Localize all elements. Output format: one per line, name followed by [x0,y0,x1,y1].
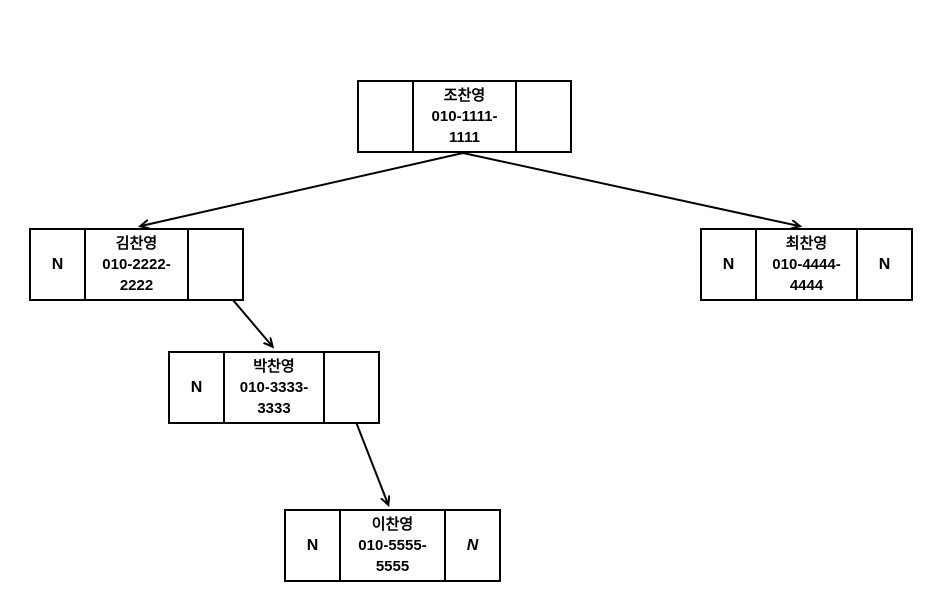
left-pointer-cell: N [722,256,735,273]
left-pointer-cell: N [51,256,64,273]
node-phone-line1: 010-3333- [239,379,309,396]
right-pointer-cell: N [878,256,891,273]
arrow-root-to-left-child [141,152,464,226]
tree-node-root: 조찬영 010-1111- 1111 [357,80,572,153]
data-cell: 박찬영 010-3333- 3333 [223,353,325,422]
node-phone-line2: 3333 [257,400,291,417]
right-pointer-cell: N [466,537,479,554]
node-phone-line1: 010-5555- [358,537,427,554]
tree-node-left-child: N 김찬영 010-2222- 2222 [29,228,244,301]
node-phone-line2: 1111 [449,129,480,146]
node-name: 이찬영 [371,516,414,533]
arrow-root-to-right-child [462,152,799,226]
node-name: 조찬영 [443,87,486,104]
tree-node-lee: N 이찬영 010-5555- 5555 N [284,509,501,582]
node-phone-line2: 5555 [375,558,410,575]
tree-node-right-child: N 최찬영 010-4444- 4444 N [700,228,913,301]
node-phone-line1: 010-1111- [431,108,498,125]
node-name: 박찬영 [253,358,295,375]
left-pointer-cell: N [190,379,203,396]
data-cell: 최찬영 010-4444- 4444 [755,230,858,299]
left-pointer-cell: N [306,537,319,554]
right-pointer-cell [325,353,378,422]
right-pointer-cell [517,82,570,151]
node-phone-line2: 2222 [119,277,154,294]
node-name: 김찬영 [115,235,158,252]
data-cell: 조찬영 010-1111- 1111 [412,82,517,151]
node-phone-line1: 010-2222- [102,256,171,273]
left-pointer-cell [359,82,412,151]
data-cell: 김찬영 010-2222- 2222 [84,230,189,299]
data-cell: 이찬영 010-5555- 5555 [339,511,446,580]
right-pointer-cell [189,230,242,299]
node-phone-line2: 4444 [789,277,824,294]
node-phone-line1: 010-4444- [772,256,841,273]
arrow-park-to-lee [355,421,388,504]
tree-node-park: N 박찬영 010-3333- 3333 [168,351,380,424]
node-name: 최찬영 [785,235,828,252]
